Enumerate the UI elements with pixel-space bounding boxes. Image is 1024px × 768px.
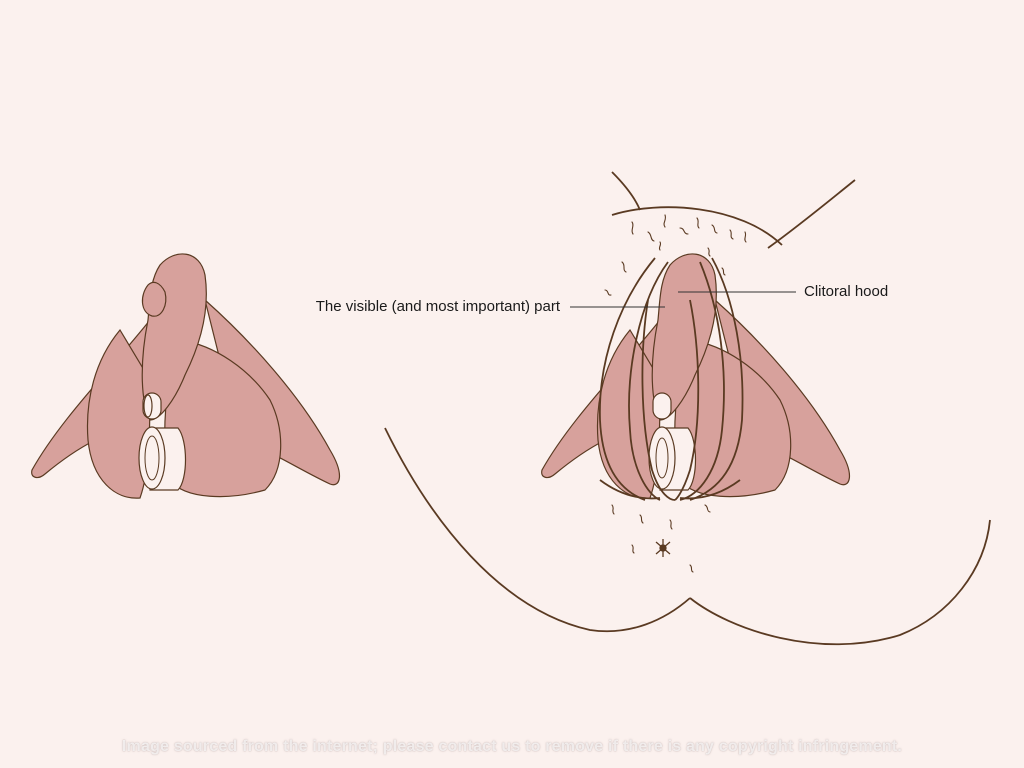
vaginal-canal-tube [138, 426, 187, 491]
copyright-watermark: Image sourced from the internet; please … [121, 738, 903, 755]
buttock-outline-left [384, 427, 691, 633]
thigh-outline-top-right [767, 179, 856, 249]
left-anatomy-figure [31, 253, 340, 499]
urethra-tube [142, 392, 162, 420]
label-visible-part: The visible (and most important) part [315, 298, 560, 315]
pubic-hair-squiggles [604, 214, 747, 573]
label-clitoral-hood: Clitoral hood [804, 283, 889, 300]
thigh-outline-top-left [611, 171, 641, 211]
glans [141, 281, 167, 317]
labia-outlines [599, 257, 744, 501]
right-anatomy-figure [384, 171, 991, 646]
anus-mark [655, 539, 671, 557]
right-bulb [164, 339, 282, 498]
belly-outline [611, 206, 783, 246]
buttock-outline-right [689, 519, 991, 646]
